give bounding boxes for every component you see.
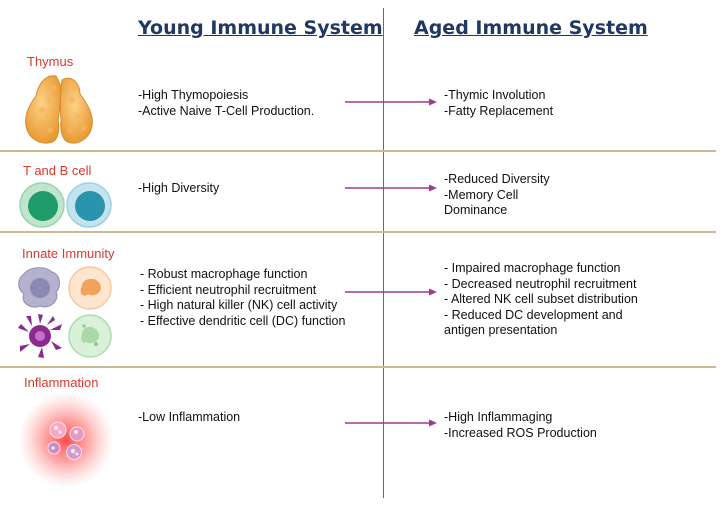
- aged-header: Aged Immune System: [414, 17, 648, 39]
- thymus-young-text: -High Thymopoiesis -Active Naive T-Cell …: [138, 88, 314, 119]
- innate-arrow: [345, 287, 437, 297]
- thymus-arrow: [345, 97, 437, 107]
- inflammation-arrow: [345, 418, 437, 428]
- innate-aged-line-1: - Impaired macrophage function: [444, 261, 621, 275]
- row-divider-3: [0, 366, 716, 368]
- innate-young-text: - Robust macrophage function - Efficient…: [140, 267, 345, 329]
- center-divider: [383, 8, 384, 498]
- innate-aged-line-3: - Altered NK cell subset distribution: [444, 292, 638, 306]
- tb-arrow: [345, 183, 437, 193]
- tb-aged-text: -Reduced Diversity -Memory Cell Dominanc…: [444, 172, 550, 219]
- inflammation-cells-icon: [16, 392, 116, 488]
- inflammation-young-line-1: -Low Inflammation: [138, 410, 241, 424]
- tb-young-line-1: -High Diversity: [138, 181, 220, 195]
- tb-aged-line-1: -Reduced Diversity: [444, 172, 550, 186]
- thymus-young-line-2: -Active Naive T-Cell Production.: [138, 103, 315, 118]
- lymphocyte-cells-icon: [18, 181, 114, 229]
- inflammation-aged-line-2: -Increased ROS Production: [444, 425, 597, 440]
- row-label-inflammation: Inflammation: [24, 375, 99, 390]
- innate-young-line-2: - Efficient neutrophil recruitment: [140, 282, 317, 297]
- row-label-thymus: Thymus: [27, 54, 74, 69]
- innate-cells-icon: [16, 264, 116, 360]
- row-divider-1: [0, 150, 716, 152]
- inflammation-aged-text: -High Inflammaging -Increased ROS Produc…: [444, 410, 597, 441]
- thymus-icon: [20, 70, 98, 148]
- innate-aged-line-4: - Reduced DC development and: [444, 307, 623, 322]
- innate-aged-line-2: - Decreased neutrophil recruitment: [444, 276, 637, 291]
- tb-young-text: -High Diversity: [138, 181, 219, 197]
- innate-young-line-4: - Effective dendritic cell (DC) function: [140, 313, 346, 328]
- tb-aged-line-3: Dominance: [444, 203, 508, 217]
- thymus-aged-line-2: -Fatty Replacement: [444, 103, 554, 118]
- innate-aged-text: - Impaired macrophage function - Decreas…: [444, 261, 638, 339]
- inflammation-young-text: -Low Inflammation: [138, 410, 240, 426]
- thymus-young-line-1: -High Thymopoiesis: [138, 88, 249, 102]
- row-label-t-and-b-cell: T and B cell: [23, 163, 92, 178]
- inflammation-aged-line-1: -High Inflammaging: [444, 410, 553, 424]
- tb-aged-line-2: -Memory Cell: [444, 187, 519, 202]
- innate-young-line-1: - Robust macrophage function: [140, 267, 308, 281]
- innate-aged-line-5: antigen presentation: [444, 323, 558, 337]
- row-label-innate-immunity: Innate Immunity: [22, 246, 115, 261]
- thymus-aged-line-1: -Thymic Involution: [444, 88, 546, 102]
- young-header: Young Immune System: [138, 17, 383, 39]
- row-divider-2: [0, 231, 716, 233]
- thymus-aged-text: -Thymic Involution -Fatty Replacement: [444, 88, 553, 119]
- innate-young-line-3: - High natural killer (NK) cell activity: [140, 298, 338, 312]
